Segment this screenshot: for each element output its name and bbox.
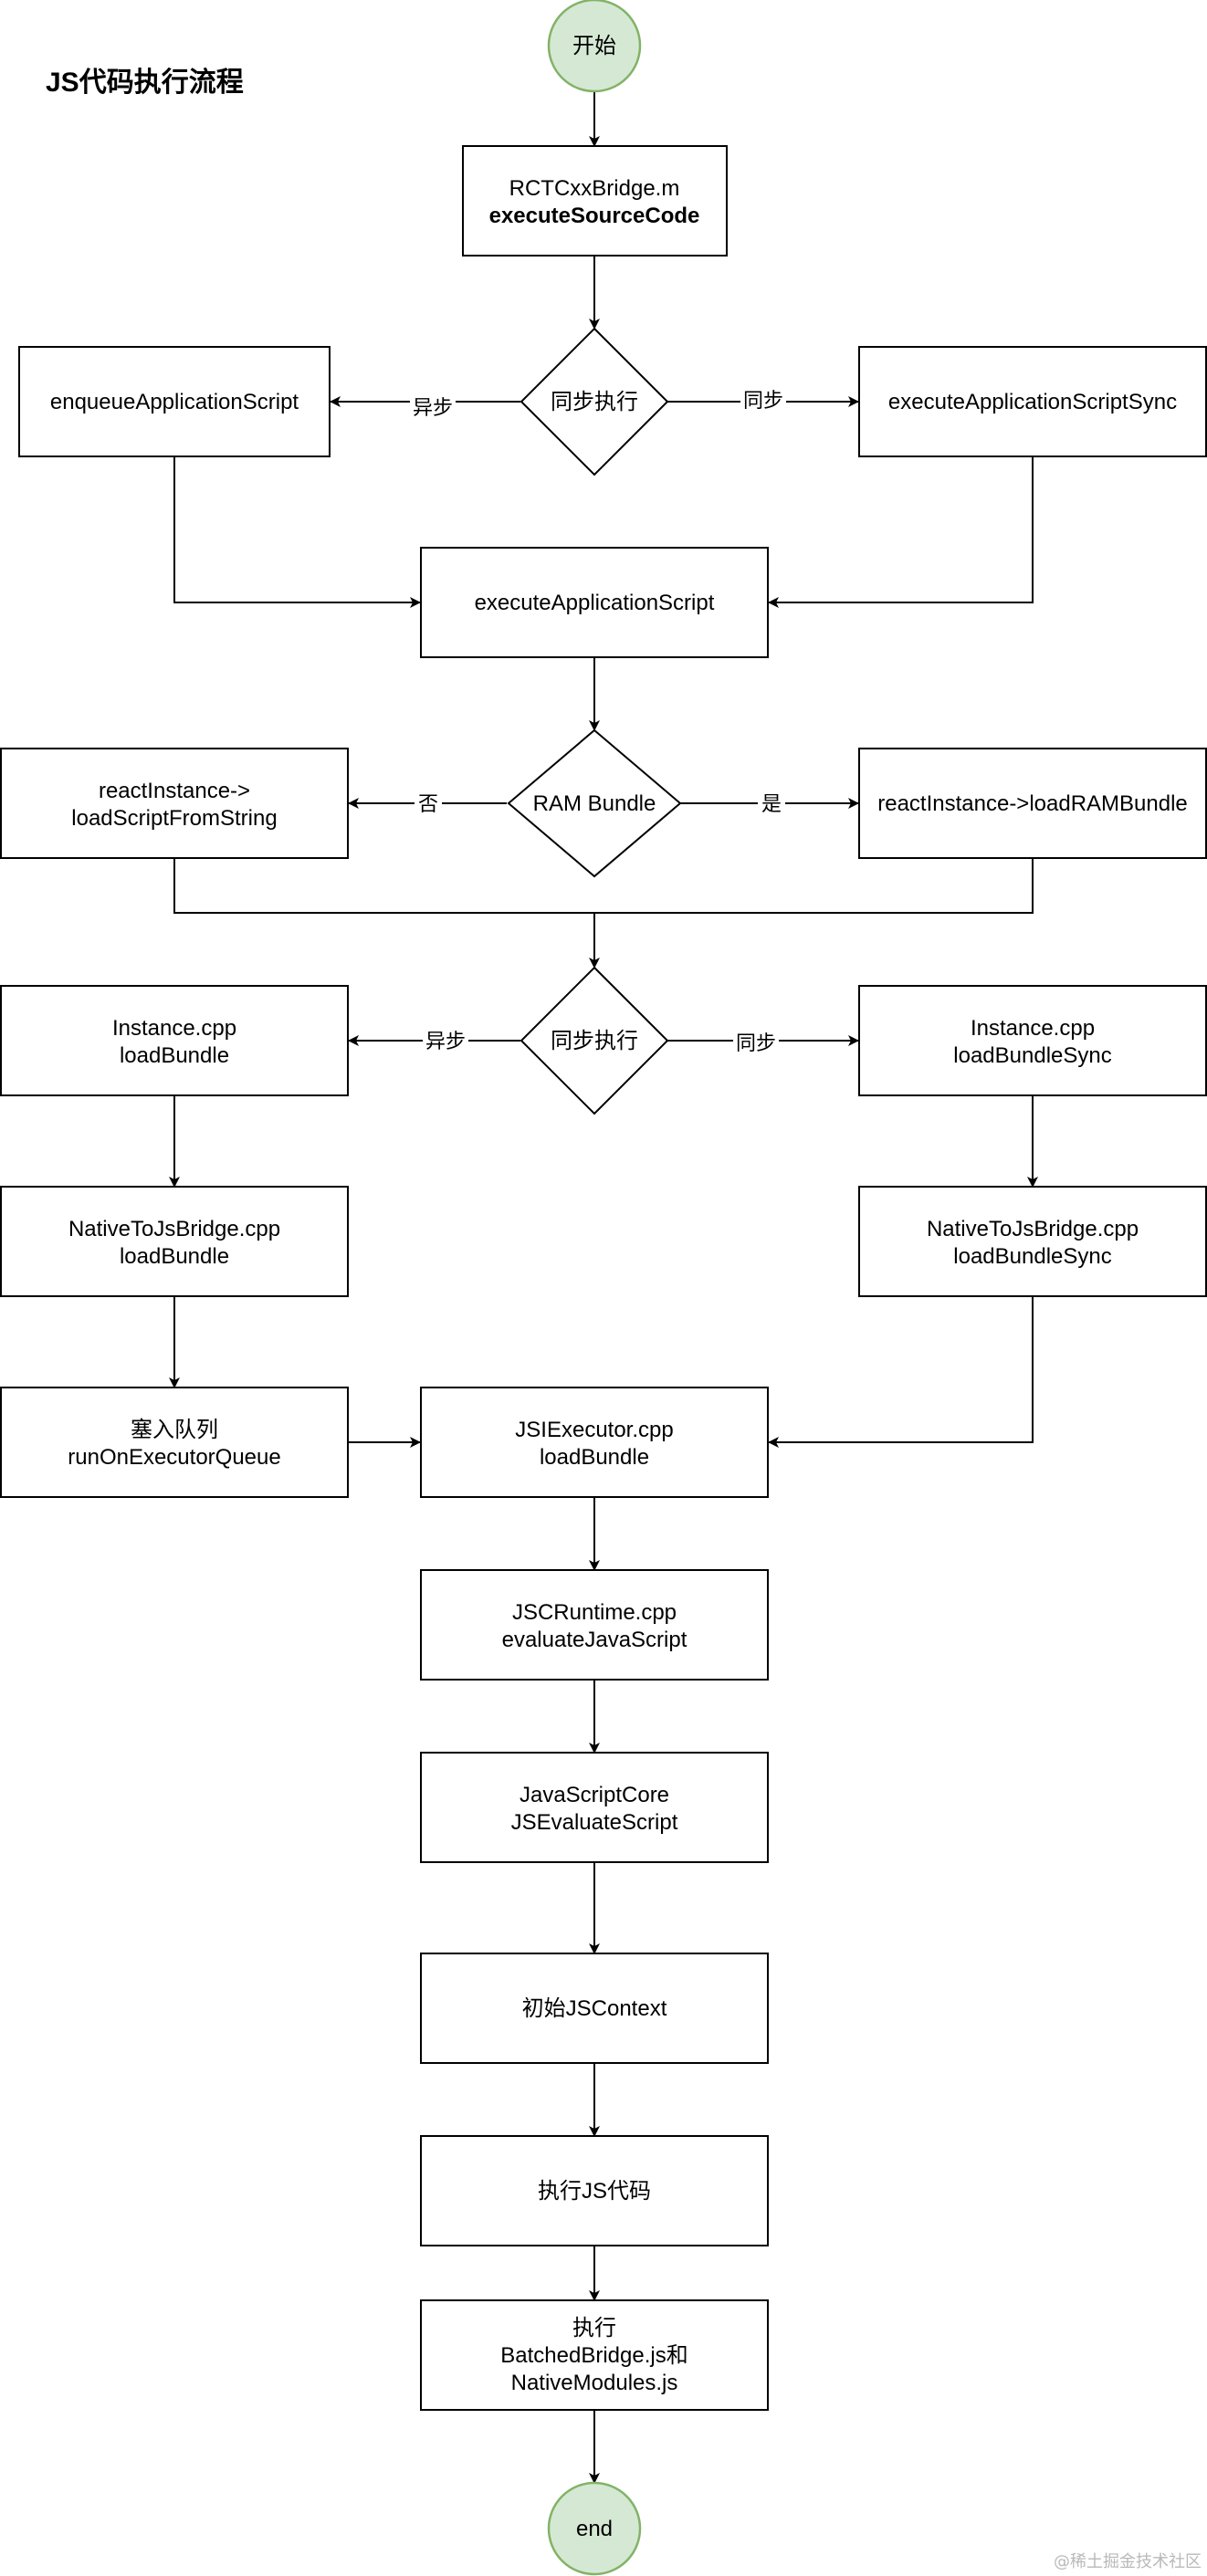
exec-app-label: executeApplicationScript — [475, 591, 715, 615]
instance-async-label-line2: loadBundle — [120, 1043, 229, 1068]
instance-sync-node[interactable]: Instance.cpp loadBundleSync — [858, 985, 1207, 1096]
exec-sync-node[interactable]: executeApplicationScriptSync — [858, 346, 1207, 457]
core-label-line1: JavaScriptCore — [520, 1783, 669, 1807]
exec-js-label: 执行JS代码 — [538, 2179, 651, 2204]
diagram-title: JS代码执行流程 — [46, 68, 244, 98]
enqueue-label: enqueueApplicationScript — [50, 390, 299, 414]
edge-enqueue-execapp — [173, 456, 421, 608]
queue-node[interactable]: 塞入队列 runOnExecutorQueue — [0, 1387, 349, 1498]
edge-label-no: 否 — [418, 792, 438, 815]
exec-sync-label: executeApplicationScriptSync — [888, 390, 1177, 414]
batched-label-line2: BatchedBridge.js和 — [500, 2343, 687, 2368]
edge-label-async: 异步 — [425, 1030, 466, 1052]
jsc-node[interactable]: JSCRuntime.cpp evaluateJavaScript — [420, 1569, 769, 1681]
edge-label-sync: 同步 — [736, 1031, 776, 1054]
instance-sync-label-line2: loadBundleSync — [953, 1043, 1111, 1068]
batched-node[interactable]: 执行 BatchedBridge.js和 NativeModules.js — [420, 2299, 769, 2411]
edge-native-sync-jsi — [768, 1296, 1034, 1448]
edge-label-yes: 是 — [761, 792, 782, 815]
jsi-node[interactable]: JSIExecutor.cpp loadBundle — [420, 1387, 769, 1498]
edge-loadstring-merge — [173, 858, 594, 914]
native-sync-label-line1: NativeToJsBridge.cpp — [927, 1217, 1139, 1241]
init-context-label: 初始JSContext — [522, 1996, 667, 2021]
native-sync-node[interactable]: NativeToJsBridge.cpp loadBundleSync — [858, 1186, 1207, 1297]
jsc-label-line2: evaluateJavaScript — [502, 1628, 687, 1652]
native-sync-label-line2: loadBundleSync — [953, 1244, 1111, 1269]
end-label: end — [576, 2517, 613, 2541]
batched-label-line3: NativeModules.js — [511, 2371, 678, 2395]
watermark-text: @稀土掘金技术社区 — [1054, 2552, 1202, 2571]
enqueue-node[interactable]: enqueueApplicationScript — [18, 346, 331, 457]
edge-label-sync: 同步 — [743, 389, 783, 412]
end-node[interactable]: end — [547, 2481, 642, 2576]
native-async-node[interactable]: NativeToJsBridge.cpp loadBundle — [0, 1186, 349, 1297]
core-node[interactable]: JavaScriptCore JSEvaluateScript — [420, 1752, 769, 1863]
exec-app-node[interactable]: executeApplicationScript — [420, 547, 769, 658]
decision-sync2-label: 同步执行 — [551, 1029, 638, 1053]
load-string-node[interactable]: reactInstance-> loadScriptFromString — [0, 748, 349, 859]
jsi-label-line2: loadBundle — [540, 1445, 649, 1470]
edge-labels: 异步 同步 否 是 异步 同步 — [410, 387, 786, 1055]
load-string-label-line1: reactInstance-> — [99, 779, 250, 803]
queue-label-line1: 塞入队列 — [131, 1418, 218, 1442]
batched-label-line1: 执行 — [572, 2316, 616, 2340]
decision-ram-node[interactable]: RAM Bundle — [507, 728, 682, 878]
instance-sync-label-line1: Instance.cpp — [971, 1016, 1095, 1041]
bridge-label-line2: executeSourceCode — [489, 204, 700, 228]
native-async-label-line1: NativeToJsBridge.cpp — [68, 1217, 280, 1241]
core-label-line2: JSEvaluateScript — [511, 1810, 678, 1835]
start-node[interactable]: 开始 — [547, 0, 642, 93]
load-string-label-line2: loadScriptFromString — [71, 806, 277, 831]
decision-sync-node[interactable]: 同步执行 — [520, 327, 669, 476]
bridge-label-line1: RCTCxxBridge.m — [509, 176, 680, 201]
edge-label-async: 异步 — [413, 396, 453, 419]
load-ram-node[interactable]: reactInstance->loadRAMBundle — [858, 748, 1207, 859]
decision-sync2-node[interactable]: 同步执行 — [520, 966, 669, 1115]
bridge-node[interactable]: RCTCxxBridge.m executeSourceCode — [462, 145, 728, 257]
start-label: 开始 — [572, 34, 616, 58]
native-async-label-line2: loadBundle — [120, 1244, 229, 1269]
exec-js-node[interactable]: 执行JS代码 — [420, 2135, 769, 2246]
jsi-label-line1: JSIExecutor.cpp — [515, 1418, 673, 1442]
init-context-node[interactable]: 初始JSContext — [420, 1953, 769, 2064]
instance-async-label-line1: Instance.cpp — [112, 1016, 236, 1041]
queue-label-line2: runOnExecutorQueue — [68, 1445, 280, 1470]
edge-execsync-execapp — [768, 456, 1034, 608]
jsc-label-line1: JSCRuntime.cpp — [512, 1600, 677, 1625]
load-ram-label: reactInstance->loadRAMBundle — [877, 791, 1188, 816]
instance-async-node[interactable]: Instance.cpp loadBundle — [0, 985, 349, 1096]
edge-loadram-merge — [594, 858, 1034, 914]
decision-ram-label: RAM Bundle — [533, 791, 656, 816]
decision-sync-label: 同步执行 — [551, 390, 638, 414]
